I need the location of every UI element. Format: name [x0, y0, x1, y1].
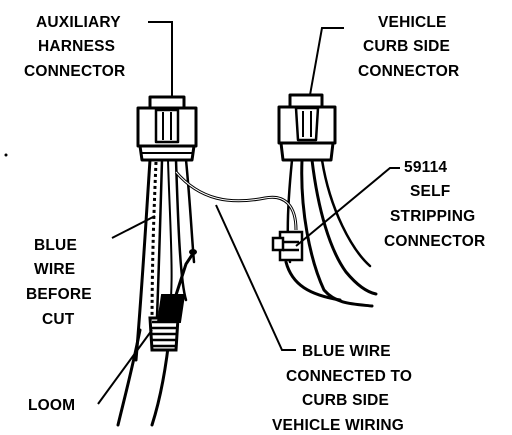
stripping-label-line-1: 59114 — [404, 159, 447, 176]
label-vehicle-curb-side-connector: VEHICLE CURB SIDE CONNECTOR — [358, 14, 459, 80]
label-loom: LOOM — [28, 397, 75, 414]
stripping-label-line-4: CONNECTOR — [384, 233, 485, 250]
stripping-label-line-3: STRIPPING — [390, 208, 475, 225]
label-blue-wire-connected: BLUE WIRE CONNECTED TO CURB SIDE VEHICLE… — [272, 343, 412, 434]
aux-label-line-1: AUXILIARY — [36, 14, 121, 31]
label-blue-wire-before-cut: BLUE WIRE BEFORE CUT — [26, 237, 92, 328]
curb-label-line-1: VEHICLE — [378, 14, 447, 31]
loom — [148, 294, 186, 352]
before-cut-label-line-1: BLUE — [34, 237, 77, 254]
curb-label-line-3: CONNECTOR — [358, 63, 459, 80]
aux-label-line-2: HARNESS — [38, 38, 115, 55]
label-self-stripping-connector: 59114 SELF STRIPPING CONNECTOR — [384, 159, 485, 250]
stray-mark — [4, 153, 8, 157]
blue-wire-cut-tip — [189, 249, 197, 255]
before-cut-label-line-2: WIRE — [34, 261, 75, 278]
self-stripping-connector — [271, 230, 304, 262]
vehicle-wires — [284, 158, 378, 308]
blue-wire-cut-end — [174, 251, 196, 296]
leader-lines — [97, 21, 400, 405]
curb-label-line-2: CURB SIDE — [363, 38, 450, 55]
auxiliary-harness-connector — [136, 95, 198, 162]
aux-label-line-3: CONNECTOR — [24, 63, 125, 80]
stripping-label-line-2: SELF — [410, 183, 450, 200]
connected-label-line-3: CURB SIDE — [302, 392, 389, 409]
auxiliary-harness-wires — [116, 158, 196, 427]
label-auxiliary-harness-connector: AUXILIARY HARNESS CONNECTOR — [24, 14, 125, 80]
blue-wire-before-cut — [150, 161, 158, 331]
connected-label-line-1: BLUE WIRE — [302, 343, 391, 360]
vehicle-curb-side-connector — [277, 93, 337, 162]
connected-label-line-2: CONNECTED TO — [286, 368, 412, 385]
before-cut-label-line-3: BEFORE — [26, 286, 92, 303]
before-cut-label-line-4: CUT — [42, 311, 75, 328]
connected-label-line-4: VEHICLE WIRING — [272, 417, 404, 434]
